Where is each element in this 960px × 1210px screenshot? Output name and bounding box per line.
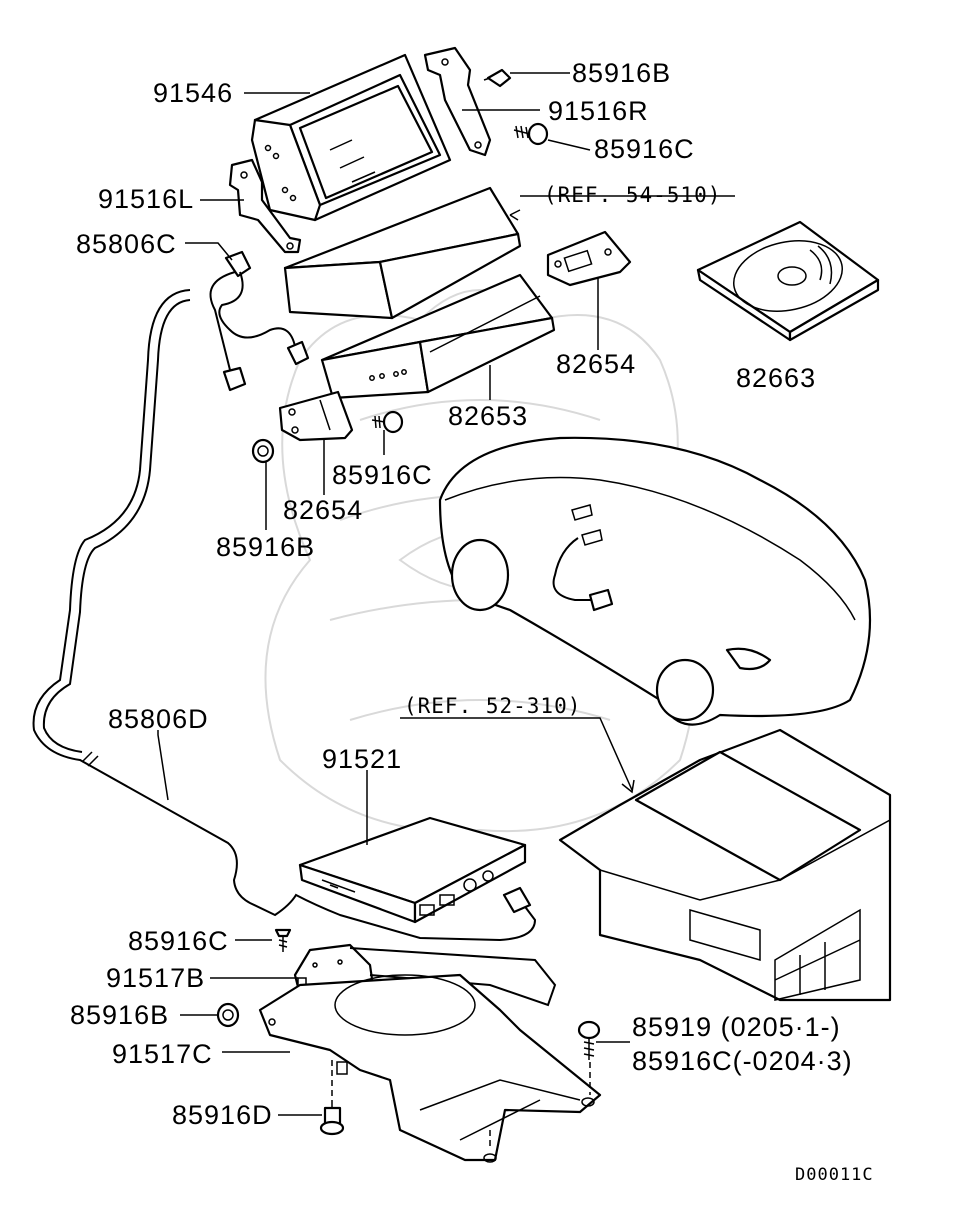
label-85916C-mid: 85916C: [332, 460, 433, 490]
screw-85919-icon: [577, 1020, 601, 1060]
label-85806C: 85806C: [76, 229, 177, 259]
screw-85916B-top-icon: [483, 68, 512, 88]
bracket-91517C: [258, 973, 602, 1163]
bracket-left-91516L: [228, 158, 302, 254]
label-82654-right: 82654: [556, 349, 636, 379]
screw-85916C-top-icon: [513, 122, 549, 146]
bracket-82654-right: [546, 230, 632, 287]
label-82653: 82653: [448, 401, 528, 431]
label-91546: 91546: [153, 78, 233, 108]
leader-lines: [157, 72, 735, 1150]
label-85916B-top: 85916B: [572, 58, 671, 88]
amplifier-91521: [298, 816, 527, 924]
diagram-code: D00011C: [795, 1165, 874, 1185]
dvd-drive-82653: [320, 273, 556, 400]
bracket-right-91516R: [423, 46, 492, 157]
label-85916C-top: 85916C: [594, 134, 695, 164]
vehicle-outline: [438, 436, 872, 726]
label-85919: 85919 (0205·1-): [632, 1012, 841, 1042]
navigation-unit-ref-54-510: [283, 186, 522, 320]
label-85916D: 85916D: [172, 1100, 273, 1130]
cable-85806C: [209, 250, 310, 392]
monitor-display-91546: [250, 53, 452, 222]
screw-85916B-low-icon: [216, 1002, 240, 1028]
console-ref-52-310: [558, 728, 892, 1002]
label-91517B: 91517B: [106, 963, 205, 993]
label-82663: 82663: [736, 363, 816, 393]
label-85916B-mid: 85916B: [216, 532, 315, 562]
disc-case-82663: [696, 220, 880, 342]
screw-85916C-low-icon: [274, 928, 292, 952]
screw-85916B-mid-icon: [251, 438, 275, 464]
label-91516R: 91516R: [548, 96, 649, 126]
bracket-82654-left: [278, 390, 354, 442]
label-85916C-alt: 85916C(-0204·3): [632, 1046, 853, 1076]
label-91521: 91521: [322, 744, 402, 774]
screw-85916C-mid-icon: [371, 410, 404, 434]
screw-85916D-icon: [319, 1100, 345, 1136]
label-85806D: 85806D: [108, 704, 209, 734]
label-91516L: 91516L: [98, 184, 194, 214]
label-91517C: 91517C: [112, 1039, 213, 1069]
label-82654-left: 82654: [283, 495, 363, 525]
label-ref-54-510: (REF. 54-510): [544, 183, 721, 207]
label-85916C-low: 85916C: [128, 926, 229, 956]
cable-85806D: [32, 289, 537, 942]
label-85916B-low: 85916B: [70, 1000, 169, 1030]
label-ref-52-310: (REF. 52-310): [404, 694, 581, 718]
